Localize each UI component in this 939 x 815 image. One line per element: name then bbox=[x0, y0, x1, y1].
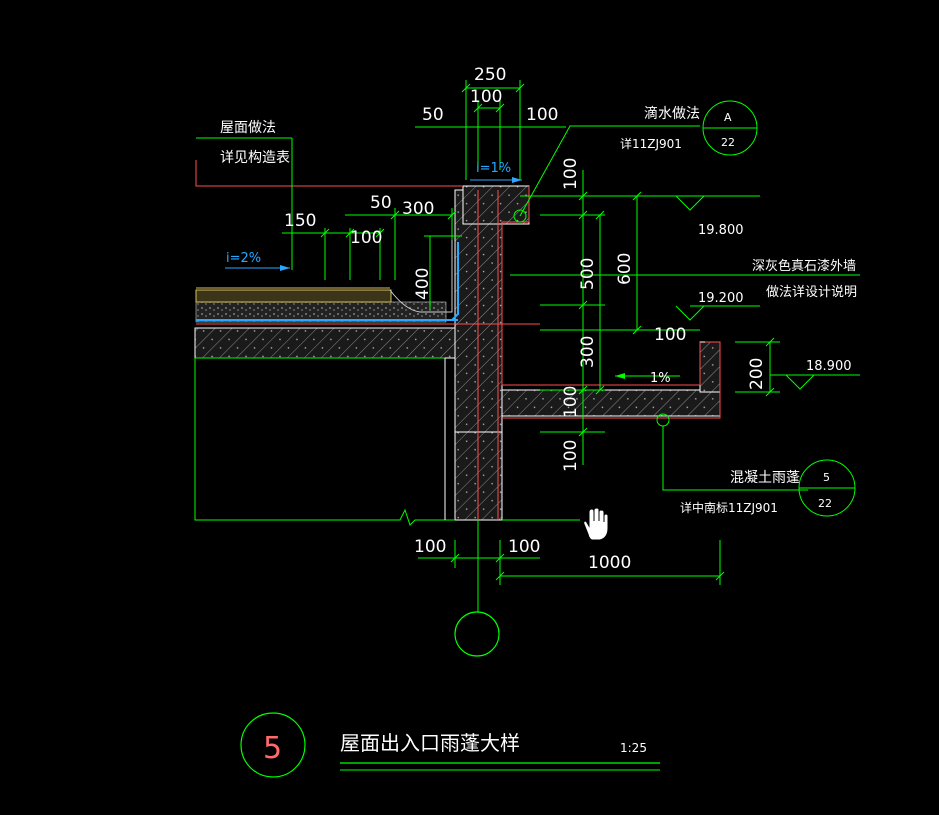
dim-300-right: 300 bbox=[578, 336, 598, 368]
dim-50-mid: 50 bbox=[370, 193, 392, 213]
roof-fillet bbox=[389, 240, 453, 313]
finish-outline-red bbox=[195, 160, 463, 187]
hand-cursor-icon bbox=[583, 507, 609, 541]
dim-100-right-top: 100 bbox=[561, 158, 581, 190]
dim-50-top: 50 bbox=[422, 105, 444, 125]
elevation-mid: 19.200 bbox=[698, 291, 744, 306]
canopy-upturn bbox=[699, 341, 721, 393]
elevation-symbols bbox=[675, 195, 815, 390]
elevation-top: 19.800 bbox=[698, 223, 744, 238]
dimension-text: 250 100 50 100 150 50 300 100 400 100 50… bbox=[284, 65, 767, 573]
roof-slab bbox=[194, 327, 456, 359]
upturn-blue bbox=[451, 242, 459, 321]
dim-100-bottom-right: 100 bbox=[508, 537, 540, 557]
detail-mark-b: 5 22 bbox=[798, 459, 856, 517]
note-wall-finish: 深灰色真石漆外墙 bbox=[752, 258, 856, 274]
canopy-slab bbox=[501, 389, 721, 417]
roof-layer-membrane bbox=[195, 289, 392, 303]
note-roof-ref: 详见构造表 bbox=[220, 150, 290, 166]
dim-400: 400 bbox=[413, 268, 433, 300]
detail-mark-b-top: 5 bbox=[823, 471, 830, 484]
slope-arrows bbox=[225, 177, 680, 379]
title-number-circle bbox=[240, 712, 306, 778]
dim-100-ledge: 100 bbox=[654, 325, 686, 345]
detail-mark-a-top: A bbox=[724, 111, 732, 124]
slope-text: i=2% i=1% 1% bbox=[226, 161, 671, 386]
detail-mark-a-bottom: 22 bbox=[721, 136, 735, 149]
dim-100-right-mid: 100 bbox=[561, 386, 581, 418]
dim-100-right-low: 100 bbox=[561, 440, 581, 472]
axis-circle bbox=[454, 611, 500, 657]
elevation-text: 19.800 19.200 18.900 bbox=[698, 223, 852, 374]
note-drip-method: 滴水做法 bbox=[644, 105, 700, 122]
detail-mark-b-bottom: 22 bbox=[818, 497, 832, 510]
dim-100-bottom-left: 100 bbox=[414, 537, 446, 557]
dim-300-top: 300 bbox=[402, 199, 434, 219]
parapet-top bbox=[462, 185, 530, 225]
dimension-lines bbox=[196, 80, 860, 585]
dim-200: 200 bbox=[747, 358, 767, 390]
note-canopy-ref: 详中南标11ZJ901 bbox=[680, 500, 778, 515]
room-outline bbox=[194, 358, 455, 526]
dim-100-top-right: 100 bbox=[526, 105, 558, 125]
structure bbox=[194, 160, 721, 657]
dim-100-top: 100 bbox=[470, 87, 502, 107]
elevation-low: 18.900 bbox=[806, 359, 852, 374]
title-scale: 1:25 bbox=[620, 741, 647, 755]
title-block: 5 屋面出入口雨蓬大样 1:25 bbox=[240, 712, 660, 778]
dim-250: 250 bbox=[474, 65, 506, 85]
red-bottom bbox=[502, 341, 721, 419]
note-text: 屋面做法 详见构造表 滴水做法 详11ZJ901 深灰色真石漆外墙 做法详设计说… bbox=[220, 105, 857, 515]
dim-1000: 1000 bbox=[588, 553, 631, 573]
dim-500: 500 bbox=[578, 258, 598, 290]
note-canopy-name: 混凝土雨蓬 bbox=[730, 470, 800, 486]
dim-150: 150 bbox=[284, 211, 316, 231]
dim-100-mid: 100 bbox=[350, 228, 382, 248]
drip-detail-circle bbox=[513, 209, 527, 223]
note-roof-method: 屋面做法 bbox=[220, 120, 276, 136]
detail-mark-a: A 22 bbox=[702, 100, 758, 156]
note-wall-ref: 做法详设计说明 bbox=[766, 285, 857, 300]
title-number: 5 bbox=[263, 731, 282, 766]
note-drip-ref: 详11ZJ901 bbox=[620, 136, 682, 151]
title-text: 屋面出入口雨蓬大样 bbox=[340, 731, 520, 755]
slope-roof: i=2% bbox=[226, 251, 261, 266]
slope-canopy: 1% bbox=[650, 371, 671, 386]
finish-outline-red-2 bbox=[501, 186, 701, 386]
slope-canopy-top: i=1% bbox=[476, 161, 511, 176]
dim-600: 600 bbox=[615, 253, 635, 285]
